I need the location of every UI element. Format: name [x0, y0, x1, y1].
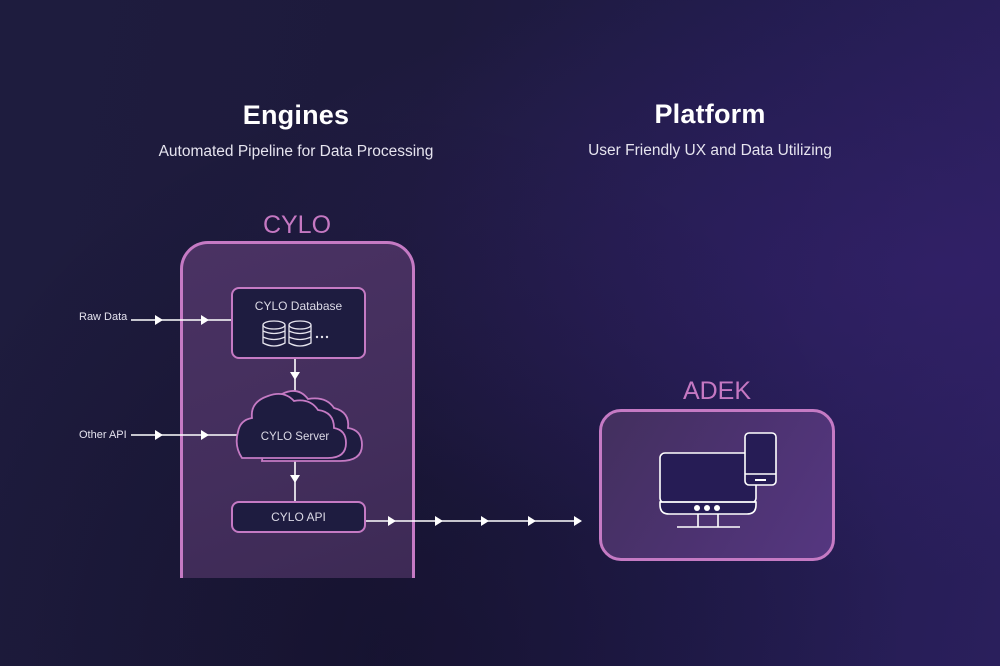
- cylo-database-label: CYLO Database: [254, 299, 343, 313]
- cylo-api-label: CYLO API: [271, 510, 326, 524]
- arrowhead: [528, 516, 536, 526]
- arrowhead: [155, 430, 163, 440]
- arrowhead: [201, 315, 209, 325]
- cylo-api-node: CYLO API: [231, 501, 366, 533]
- arrowhead: [574, 516, 582, 526]
- ellipsis-icon: [315, 335, 329, 339]
- cylo-database-node: CYLO Database: [231, 287, 366, 359]
- cylo-server-label: CYLO Server: [260, 431, 330, 443]
- platform-title: Platform: [654, 99, 766, 129]
- arrowhead: [201, 430, 209, 440]
- input-label-raw-data: Raw Data: [79, 311, 128, 323]
- phone-icon: [744, 432, 777, 486]
- arrowhead: [481, 516, 489, 526]
- arrowhead: [290, 475, 300, 483]
- arrowhead: [388, 516, 396, 526]
- arrowhead: [290, 372, 300, 380]
- platform-subtitle: User Friendly UX and Data Utilizing: [588, 142, 832, 159]
- engines-subtitle: Automated Pipeline for Data Processing: [158, 143, 434, 160]
- monitor-icon: [659, 452, 757, 504]
- cylo-group-label: CYLO: [262, 211, 332, 239]
- arrowhead: [155, 315, 163, 325]
- database-stack-icon: [262, 320, 286, 347]
- arrowhead: [435, 516, 443, 526]
- engines-title: Engines: [242, 100, 350, 130]
- database-stack-icon: [288, 320, 312, 347]
- adek-group-label: ADEK: [682, 377, 752, 405]
- input-label-other-api: Other API: [79, 429, 127, 441]
- cloud-icon: [235, 390, 363, 462]
